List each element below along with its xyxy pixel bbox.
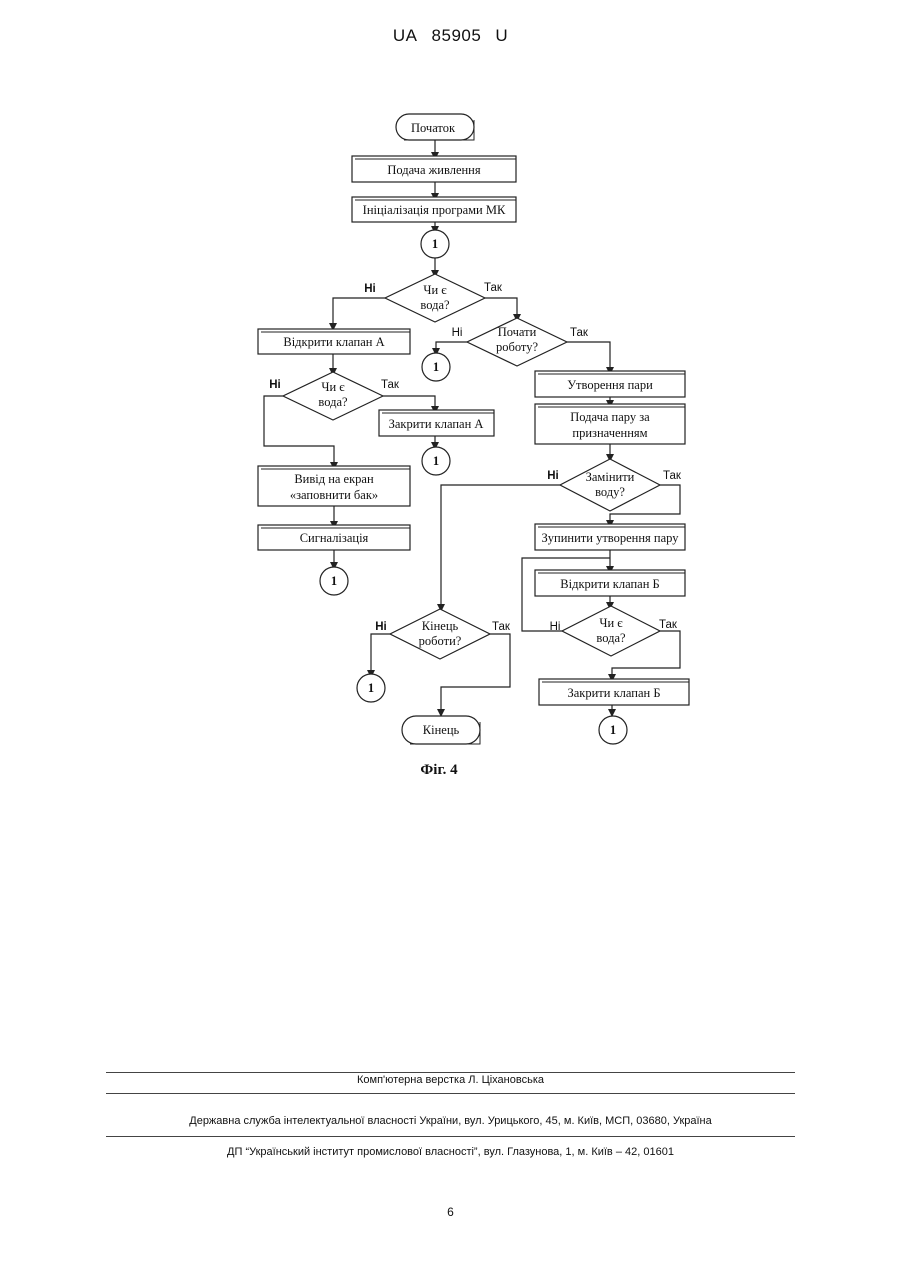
decision-water-2-no: Ні [269, 379, 281, 391]
display-output-step: Вивід на екран «заповнити бак» [258, 466, 410, 506]
decision-water-1-yes: Так [484, 282, 503, 294]
footer-rule-top [106, 1072, 795, 1073]
steam-generation-label: Утворення пари [567, 378, 653, 392]
decision-replace-water-line2: воду? [595, 485, 625, 499]
decision-replace-water-line1: Замінити [586, 470, 635, 484]
connector-start-work-no: 1 [422, 353, 450, 381]
open-valve-b-step: Відкрити клапан Б [535, 570, 685, 596]
decision-water-1-line2: вода? [420, 298, 450, 312]
steam-supply-step: Подача пару за призначенням [535, 404, 685, 444]
power-on-step: Подача живлення [352, 156, 516, 182]
open-valve-a-step: Відкрити клапан А [258, 329, 410, 354]
connector-valve-a: 1 [422, 447, 450, 475]
decision-water-3: Чи є вода? Ні Так [550, 606, 678, 656]
connector-label: 1 [433, 454, 439, 468]
decision-water-1-no: Ні [364, 283, 376, 295]
close-valve-a-step: Закрити клапан А [379, 410, 494, 436]
decision-water-2-line2: вода? [318, 395, 348, 409]
connector-signaling: 1 [320, 567, 348, 595]
signaling-label: Сигналізація [300, 531, 369, 545]
figure-caption: Фіг. 4 [420, 762, 458, 778]
connector-top: 1 [421, 230, 449, 258]
decision-end-work-line2: роботи? [419, 634, 462, 648]
init-program-step: Ініціалізація програми МК [352, 197, 516, 222]
connector-label: 1 [610, 723, 616, 737]
steam-supply-line2: призначенням [572, 426, 647, 440]
decision-end-work: Кінець роботи? Ні Так [375, 609, 511, 659]
decision-water-2-line1: Чи є [321, 380, 345, 394]
footer-rule-bottom [106, 1136, 795, 1137]
decision-end-work-yes: Так [492, 621, 511, 633]
connector-valve-b: 1 [599, 716, 627, 744]
display-output-line1: Вивід на екран [294, 472, 374, 486]
start-label: Початок [411, 121, 456, 135]
footer-agency: Державна служба інтелектуальної власност… [0, 1115, 901, 1127]
decision-water-3-line2: вода? [596, 631, 626, 645]
stop-steam-step: Зупинити утворення пару [535, 524, 685, 550]
decision-end-work-line1: Кінець [422, 619, 459, 633]
display-output-line2: «заповнити бак» [290, 488, 378, 502]
connector-label: 1 [331, 574, 337, 588]
decision-water-3-no: Ні [550, 621, 561, 633]
decision-start-work-no: Ні [452, 327, 463, 339]
start-terminator: Початок [396, 114, 474, 140]
close-valve-a-label: Закрити клапан А [389, 417, 484, 431]
power-on-label: Подача живлення [387, 163, 481, 177]
decision-start-work-line1: Почати [498, 325, 537, 339]
stop-steam-label: Зупинити утворення пару [542, 531, 680, 545]
connector-end-work-no: 1 [357, 674, 385, 702]
decision-water-3-line1: Чи є [599, 616, 623, 630]
signaling-step: Сигналізація [258, 525, 410, 550]
end-label: Кінець [423, 723, 460, 737]
connector-label: 1 [368, 681, 374, 695]
open-valve-a-label: Відкрити клапан А [283, 335, 384, 349]
decision-water-2-yes: Так [381, 379, 400, 391]
decision-start-work-yes: Так [570, 327, 589, 339]
decision-start-work: Почати роботу? Ні Так [452, 318, 589, 366]
decision-replace-water-no: Ні [547, 470, 559, 482]
connector-label: 1 [433, 360, 439, 374]
open-valve-b-label: Відкрити клапан Б [560, 577, 659, 591]
close-valve-b-step: Закрити клапан Б [539, 679, 689, 705]
footer-rule-middle [106, 1093, 795, 1094]
init-program-label: Ініціалізація програми МК [363, 203, 506, 217]
decision-water-1: Чи є вода? Ні Так [364, 274, 503, 322]
footer-layout-credit: Комп'ютерна верстка Л. Ціхановська [0, 1074, 901, 1086]
close-valve-b-label: Закрити клапан Б [567, 686, 660, 700]
connector-label: 1 [432, 237, 438, 251]
steam-generation-step: Утворення пари [535, 371, 685, 397]
end-terminator: Кінець [402, 716, 480, 744]
decision-start-work-line2: роботу? [496, 340, 538, 354]
decision-replace-water-yes: Так [663, 470, 682, 482]
footer-institute: ДП “Український інститут промислової вла… [0, 1146, 901, 1158]
decision-water-3-yes: Так [659, 619, 678, 631]
flowchart-figure: Початок Подача живлення Ініціалізація пр… [0, 0, 901, 800]
steam-supply-line1: Подача пару за [570, 410, 650, 424]
decision-end-work-no: Ні [375, 621, 387, 633]
decision-water-1-line1: Чи є [423, 283, 447, 297]
page-number: 6 [0, 1205, 901, 1219]
